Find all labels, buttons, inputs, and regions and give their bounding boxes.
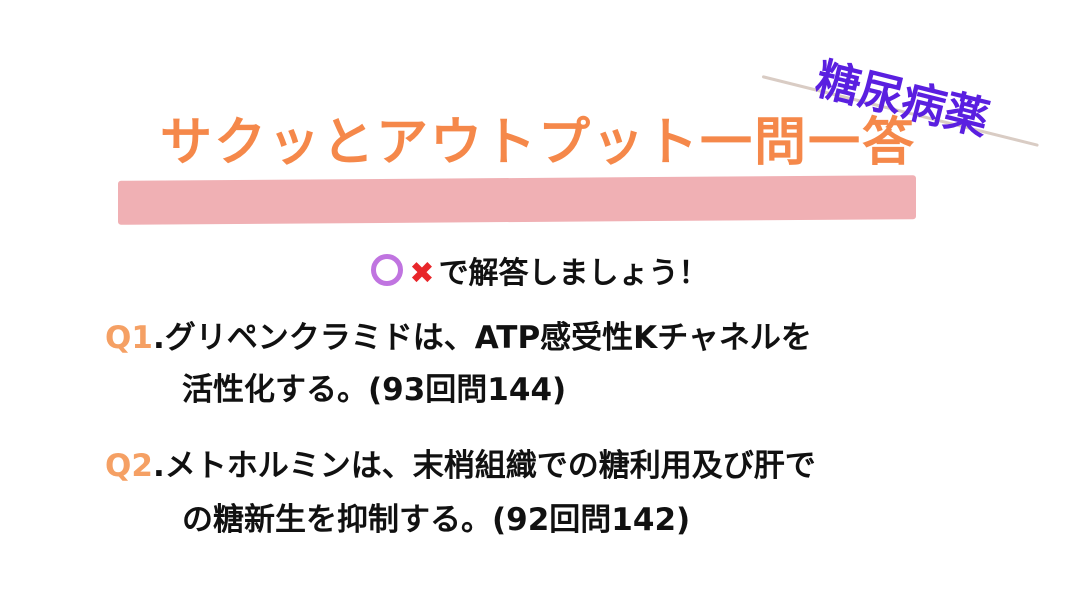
question-text: メトホルミンは、末梢組織での糖利用及び肝で [164,448,816,484]
question-1-line-2: 活性化する。(93回問144) [182,372,567,408]
circle-icon [371,254,404,286]
question-number: Q1 [105,320,153,356]
title-highlight-band [118,175,916,225]
question-2-line-2: の糖新生を抑制する。(92回問142) [182,502,691,538]
question-number: Q2 [105,448,153,484]
cross-icon: ✖ [409,256,435,291]
question-2-line-1: Q2.メトホルミンは、末梢組織での糖利用及び肝で [105,440,816,485]
instruction: ✖で解答しましょう！ [0,248,1080,292]
question-1-line-1: Q1.グリペンクラミドは、ATP感受性Kチャネルを [105,312,812,357]
separator: . [152,448,165,484]
page-title: サクッとアウトプット一問一答 [160,113,917,173]
question-text: グリペンクラミドは、ATP感受性Kチャネルを [164,320,812,356]
instruction-text: で解答しましょう！ [438,256,709,291]
separator: . [152,320,165,356]
